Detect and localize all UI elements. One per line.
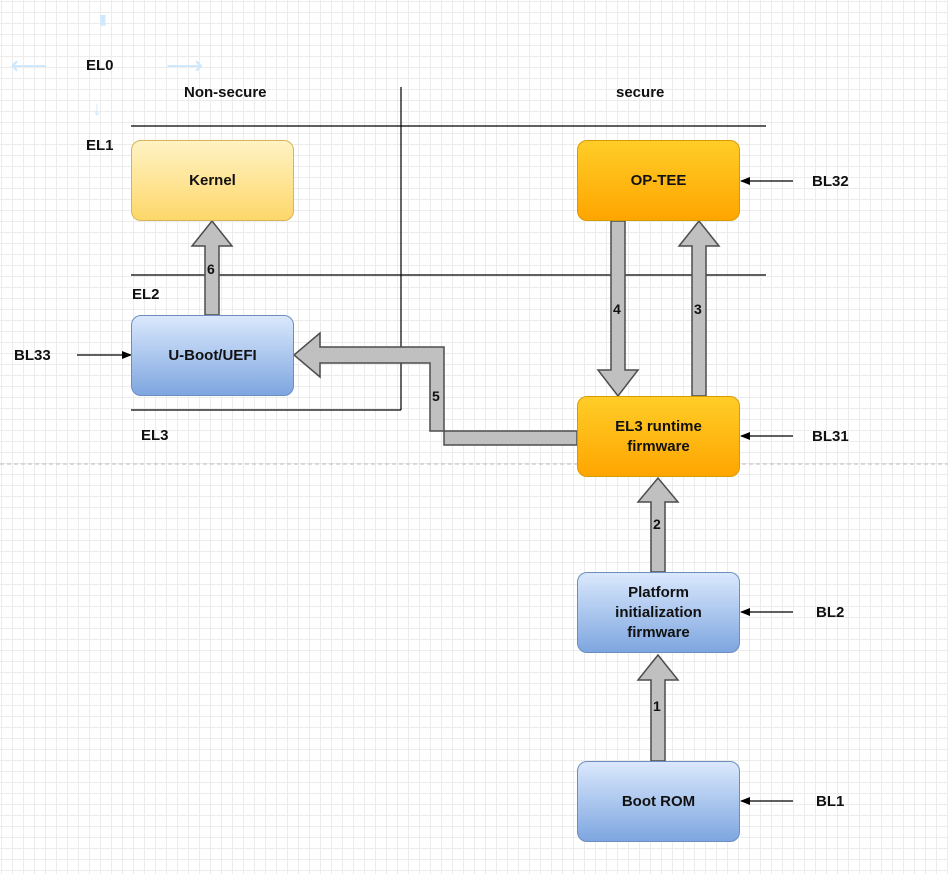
- optee-box-label: OP-TEE: [630, 171, 687, 189]
- flow-arrow-5: [292, 331, 578, 446]
- ghost-left-arrow-icon: ⟵: [10, 50, 48, 80]
- flow-arrow-3: [677, 219, 721, 397]
- platform-init-firmware-label: Platform initialization firmware: [615, 583, 702, 641]
- step-3-label: 3: [694, 301, 702, 317]
- ghost-right-arrow-icon: ⟶: [166, 50, 204, 80]
- step-6-label: 6: [207, 261, 215, 277]
- uboot-box-label: U-Boot/UEFI: [168, 346, 257, 364]
- ghost-down-arrow-icon: ↓: [92, 98, 102, 120]
- step-2-label: 2: [653, 516, 661, 532]
- el2-label: EL2: [132, 286, 160, 303]
- el0-label: EL0: [86, 57, 114, 74]
- boot-rom-box: Boot ROM: [577, 761, 740, 842]
- el1-label: EL1: [86, 137, 114, 154]
- uboot-box: U-Boot/UEFI: [131, 315, 294, 396]
- step-5-label: 5: [432, 388, 440, 404]
- kernel-box-label: Kernel: [189, 171, 236, 189]
- bl2-label: BL2: [816, 604, 845, 621]
- secure-label: secure: [616, 84, 665, 101]
- platform-init-firmware-box: Platform initialization firmware: [577, 572, 740, 653]
- flow-arrow-4: [596, 220, 640, 398]
- optee-box: OP-TEE: [577, 140, 740, 221]
- step-1-label: 1: [653, 698, 661, 714]
- bl32-label: BL32: [812, 173, 849, 190]
- ghost-up-tick-icon: ▮: [99, 11, 107, 27]
- boot-rom-box-label: Boot ROM: [621, 792, 696, 810]
- step-4-label: 4: [613, 301, 621, 317]
- bl31-label: BL31: [812, 428, 849, 445]
- bl33-label: BL33: [14, 347, 51, 364]
- kernel-box: Kernel: [131, 140, 294, 221]
- non-secure-label: Non-secure: [184, 84, 267, 101]
- flow-arrow-6: [190, 219, 234, 316]
- bl1-label: BL1: [816, 793, 845, 810]
- el3-runtime-firmware-box: EL3 runtime firmware: [577, 396, 740, 477]
- flow-arrow-2: [636, 476, 680, 573]
- flow-arrow-1: [636, 653, 680, 762]
- el3-runtime-firmware-label: EL3 runtime firmware: [615, 417, 702, 455]
- el3-label: EL3: [141, 427, 169, 444]
